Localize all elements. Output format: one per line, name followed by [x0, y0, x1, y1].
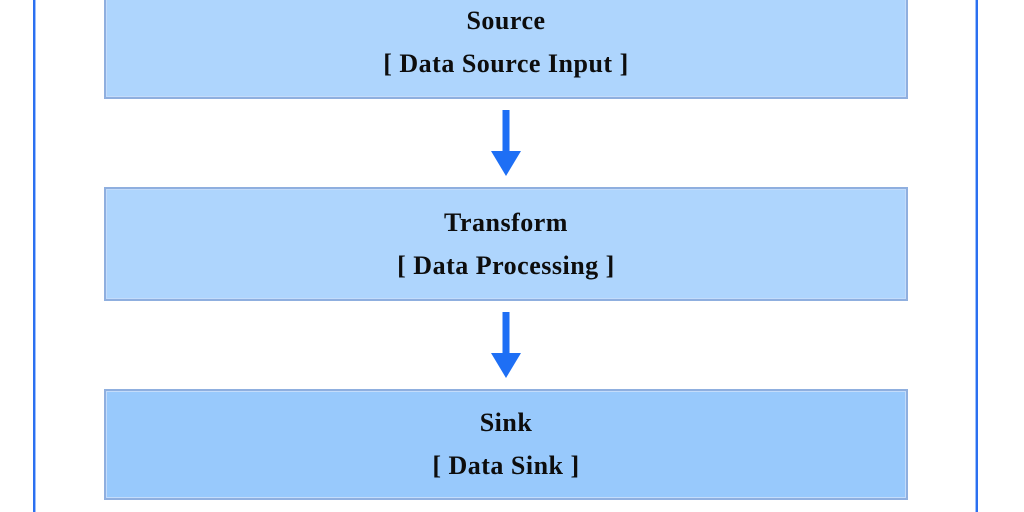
node-sink-subtitle: [ Data Sink ]: [432, 451, 580, 480]
node-sink-title: Sink: [479, 408, 533, 437]
node-source: Source [ Data Source Input ]: [104, 0, 908, 99]
node-transform: Transform [ Data Processing ]: [104, 187, 908, 301]
connector-source-to-transform: [104, 99, 908, 187]
node-source-subtitle: [ Data Source Input ]: [383, 48, 629, 78]
node-transform-title: Transform: [444, 207, 568, 237]
node-source-title: Source: [466, 5, 546, 35]
arrow-down-icon: [491, 110, 521, 176]
arrow-down-icon: [491, 312, 521, 378]
node-transform-subtitle: [ Data Processing ]: [397, 250, 615, 280]
flow-diagram: Source [ Data Source Input ] Transform […: [104, 0, 908, 500]
connector-transform-to-sink: [104, 301, 908, 389]
node-sink: Sink [ Data Sink ]: [104, 389, 908, 500]
